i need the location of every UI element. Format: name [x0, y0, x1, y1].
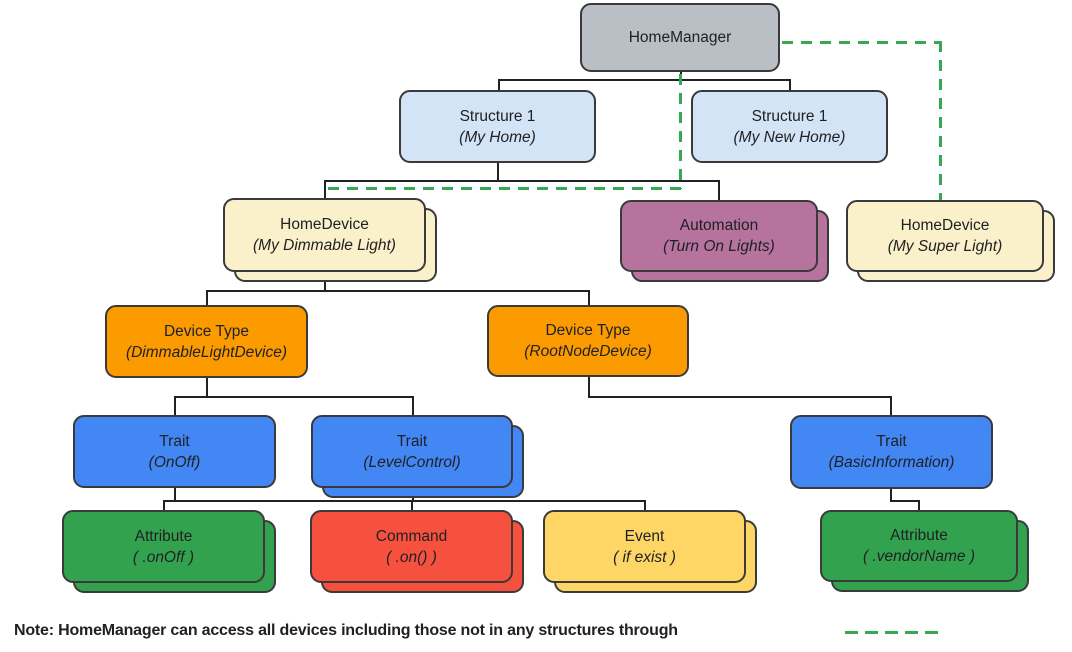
- node-subtitle: (My Super Light): [887, 238, 1003, 255]
- node-title: Device Type: [545, 322, 631, 339]
- tree-connector-line: [498, 79, 791, 81]
- node-title: Event: [624, 527, 665, 545]
- tree-connector-line: [411, 500, 413, 511]
- node-structure-my-new-home: Structure 1 (My New Home): [691, 90, 888, 163]
- node-trait-levelcontrol: Trait (LevelControl): [311, 415, 513, 488]
- tree-connector-line: [718, 180, 720, 201]
- node-subtitle: (My Home): [459, 128, 536, 146]
- tree-connector-line: [789, 79, 791, 91]
- node-subtitle: (BasicInformation): [828, 454, 955, 471]
- node-command-on: Command ( .on() ): [310, 510, 513, 583]
- tree-connector-line: [324, 180, 720, 182]
- node-title: Structure 1: [751, 107, 828, 125]
- dashed-link-line: [679, 74, 682, 189]
- tree-connector-line: [412, 396, 414, 416]
- node-subtitle: ( if exist ): [613, 548, 676, 566]
- tree-connector-line: [890, 488, 892, 502]
- tree-connector-line: [644, 500, 646, 511]
- node-subtitle: (My Dimmable Light): [253, 237, 396, 254]
- node-homemanager: HomeManager: [580, 3, 780, 72]
- node-trait-basicinformation: Trait (BasicInformation): [790, 415, 993, 489]
- tree-connector-line: [174, 487, 176, 502]
- node-subtitle: ( .on() ): [386, 548, 437, 566]
- node-automation-turn-on-lights: Automation (Turn On Lights): [620, 200, 818, 272]
- node-event-if-exist: Event ( if exist ): [543, 510, 746, 583]
- node-title: HomeDevice: [280, 216, 369, 233]
- node-title: Trait: [876, 433, 907, 450]
- note-row: Note: HomeManager can access all devices…: [14, 622, 1072, 646]
- node-subtitle: ( .onOff ): [132, 548, 195, 566]
- node-title: Trait: [159, 432, 190, 450]
- dashed-link-line: [328, 187, 681, 190]
- node-title: Device Type: [163, 322, 249, 340]
- tree-connector-line: [890, 500, 920, 502]
- node-devicetype-dimmablelightdevice: Device Type (DimmableLightDevice): [105, 305, 308, 378]
- node-subtitle: (Turn On Lights): [663, 238, 775, 255]
- tree-connector-line: [890, 396, 892, 416]
- node-subtitle: (LevelControl): [363, 453, 461, 471]
- tree-connector-line: [588, 396, 892, 398]
- tree-connector-line: [324, 180, 326, 199]
- tree-connector-line: [497, 162, 499, 182]
- tree-connector-line: [206, 290, 208, 306]
- node-title: Attribute: [890, 527, 948, 544]
- tree-connector-line: [498, 79, 500, 91]
- node-title: Automation: [679, 217, 759, 234]
- node-title: Command: [375, 527, 448, 545]
- node-attribute-onoff: Attribute ( .onOff ): [62, 510, 265, 583]
- tree-connector-line: [206, 290, 590, 292]
- tree-connector-line: [588, 376, 590, 398]
- dashed-link-line: [939, 41, 942, 201]
- node-subtitle: (RootNodeDevice): [524, 343, 652, 360]
- node-title: Structure 1: [459, 107, 536, 125]
- node-structure-my-home: Structure 1 (My Home): [399, 90, 596, 163]
- node-title: Attribute: [134, 527, 193, 545]
- node-trait-onoff: Trait (OnOff): [73, 415, 276, 488]
- node-title: HomeManager: [628, 29, 732, 46]
- node-title: HomeDevice: [900, 217, 990, 234]
- tree-connector-line: [206, 377, 208, 398]
- node-homedevice-my-dimmable-light: HomeDevice (My Dimmable Light): [223, 198, 426, 272]
- tree-connector-line: [163, 500, 165, 511]
- tree-connector-line: [918, 500, 920, 511]
- dashed-green-line-legend-icon: [845, 631, 945, 634]
- tree-connector-line: [588, 290, 590, 306]
- node-title: Trait: [396, 432, 428, 450]
- node-attribute-vendorname: Attribute ( .vendorName ): [820, 510, 1018, 582]
- node-homedevice-my-super-light: HomeDevice (My Super Light): [846, 200, 1044, 272]
- dashed-link-line: [782, 41, 942, 44]
- node-subtitle: (DimmableLightDevice): [125, 343, 288, 361]
- node-subtitle: ( .vendorName ): [863, 548, 975, 565]
- tree-connector-line: [174, 396, 176, 416]
- node-subtitle: (OnOff): [148, 453, 201, 471]
- tree-connector-line: [174, 396, 414, 398]
- note-text: Note: HomeManager can access all devices…: [14, 622, 678, 639]
- node-devicetype-rootnodedevice: Device Type (RootNodeDevice): [487, 305, 689, 377]
- tree-connector-line: [163, 500, 646, 502]
- node-subtitle: (My New Home): [733, 128, 846, 146]
